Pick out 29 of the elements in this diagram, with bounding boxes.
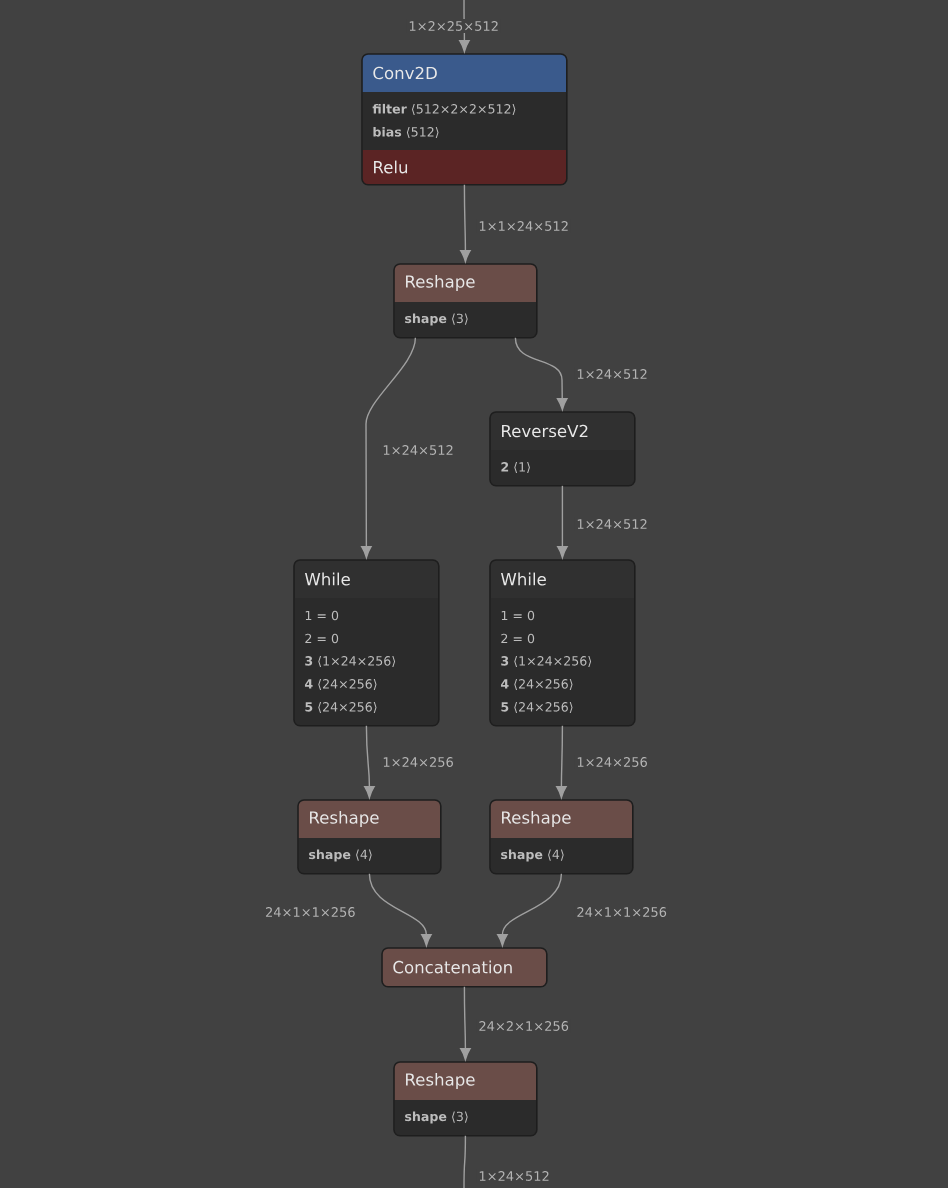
arrow: [460, 986, 471, 1061]
operator-name: Reshape: [310, 811, 379, 828]
arrow: [460, 184, 471, 263]
operator-box: [489, 411, 636, 487]
arrow: [497, 873, 563, 947]
arrow: [557, 485, 568, 559]
operator-box: [393, 1061, 538, 1137]
operator-name: Reshape: [502, 811, 571, 828]
operator-name: While: [500, 572, 546, 586]
arrow: [459, 0, 470, 53]
operator-box: [381, 947, 548, 988]
arrow: [368, 873, 432, 947]
operator-name: Reshape: [406, 1073, 475, 1090]
operator-name: Concatenation: [393, 960, 512, 974]
arrow: [360, 337, 417, 559]
operator-box: [489, 559, 636, 727]
arrow: [556, 725, 567, 799]
activation-name: Relu: [374, 160, 408, 174]
operator-box: [361, 53, 568, 186]
operator-name: ReverseV2: [502, 424, 588, 438]
operator-box: [393, 263, 538, 339]
operator-box: [489, 799, 634, 875]
operator-name: While: [304, 572, 350, 586]
operator-box: [297, 799, 442, 875]
operator-name: Reshape: [406, 274, 475, 292]
operator-name: Conv2D: [373, 66, 437, 80]
arrow: [364, 725, 375, 799]
operator-box: [293, 559, 440, 727]
arrow: [514, 337, 568, 411]
